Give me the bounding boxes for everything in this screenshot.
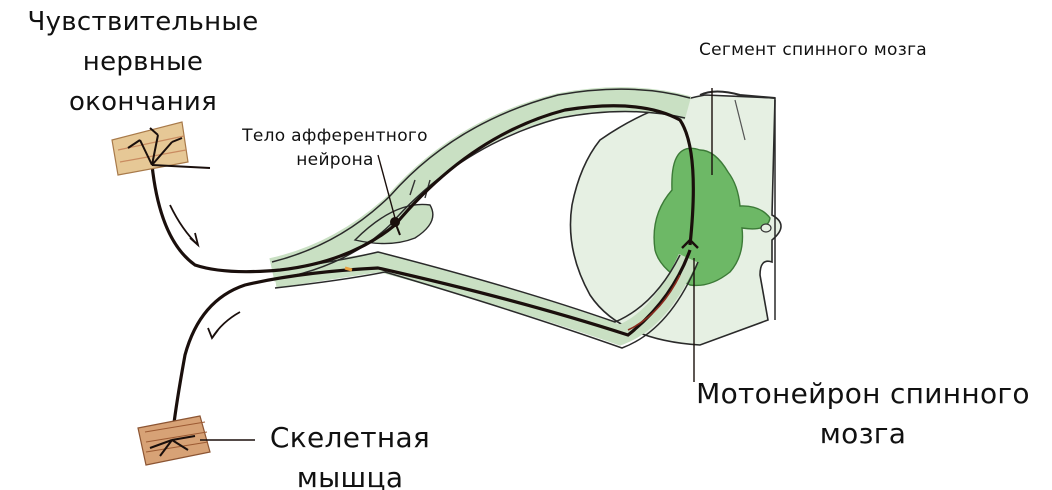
label-motor-neuron: Мотонейрон спинного мозга <box>688 374 1038 454</box>
label-motor-line-1: Мотонейрон спинного <box>688 374 1038 414</box>
label-muscle-line-2: мышца <box>250 458 450 490</box>
label-muscle-line-1: Скелетная <box>250 418 450 458</box>
label-afferent-neuron-body: Тело афферентного нейрона <box>220 124 450 172</box>
label-sensory-line-3: окончания <box>8 82 278 122</box>
axon-junction-mark <box>345 268 352 270</box>
label-sensory-line-1: Чувствительные <box>8 2 278 42</box>
label-afferent-line-1: Тело афферентного <box>220 124 450 148</box>
label-sensory-line-2: нервные <box>8 42 278 82</box>
spinal-cord-segment <box>570 92 781 346</box>
label-motor-line-2: мозга <box>688 414 1038 454</box>
label-skeletal-muscle: Скелетная мышца <box>250 418 450 490</box>
label-spinal-segment: Сегмент спинного мозга <box>668 38 958 62</box>
label-afferent-line-2: нейрона <box>220 148 450 172</box>
sensory-skin-patch <box>112 122 210 175</box>
skeletal-muscle <box>138 416 210 465</box>
label-sensory-endings: Чувствительные нервные окончания <box>8 2 278 122</box>
central-canal <box>761 224 771 232</box>
